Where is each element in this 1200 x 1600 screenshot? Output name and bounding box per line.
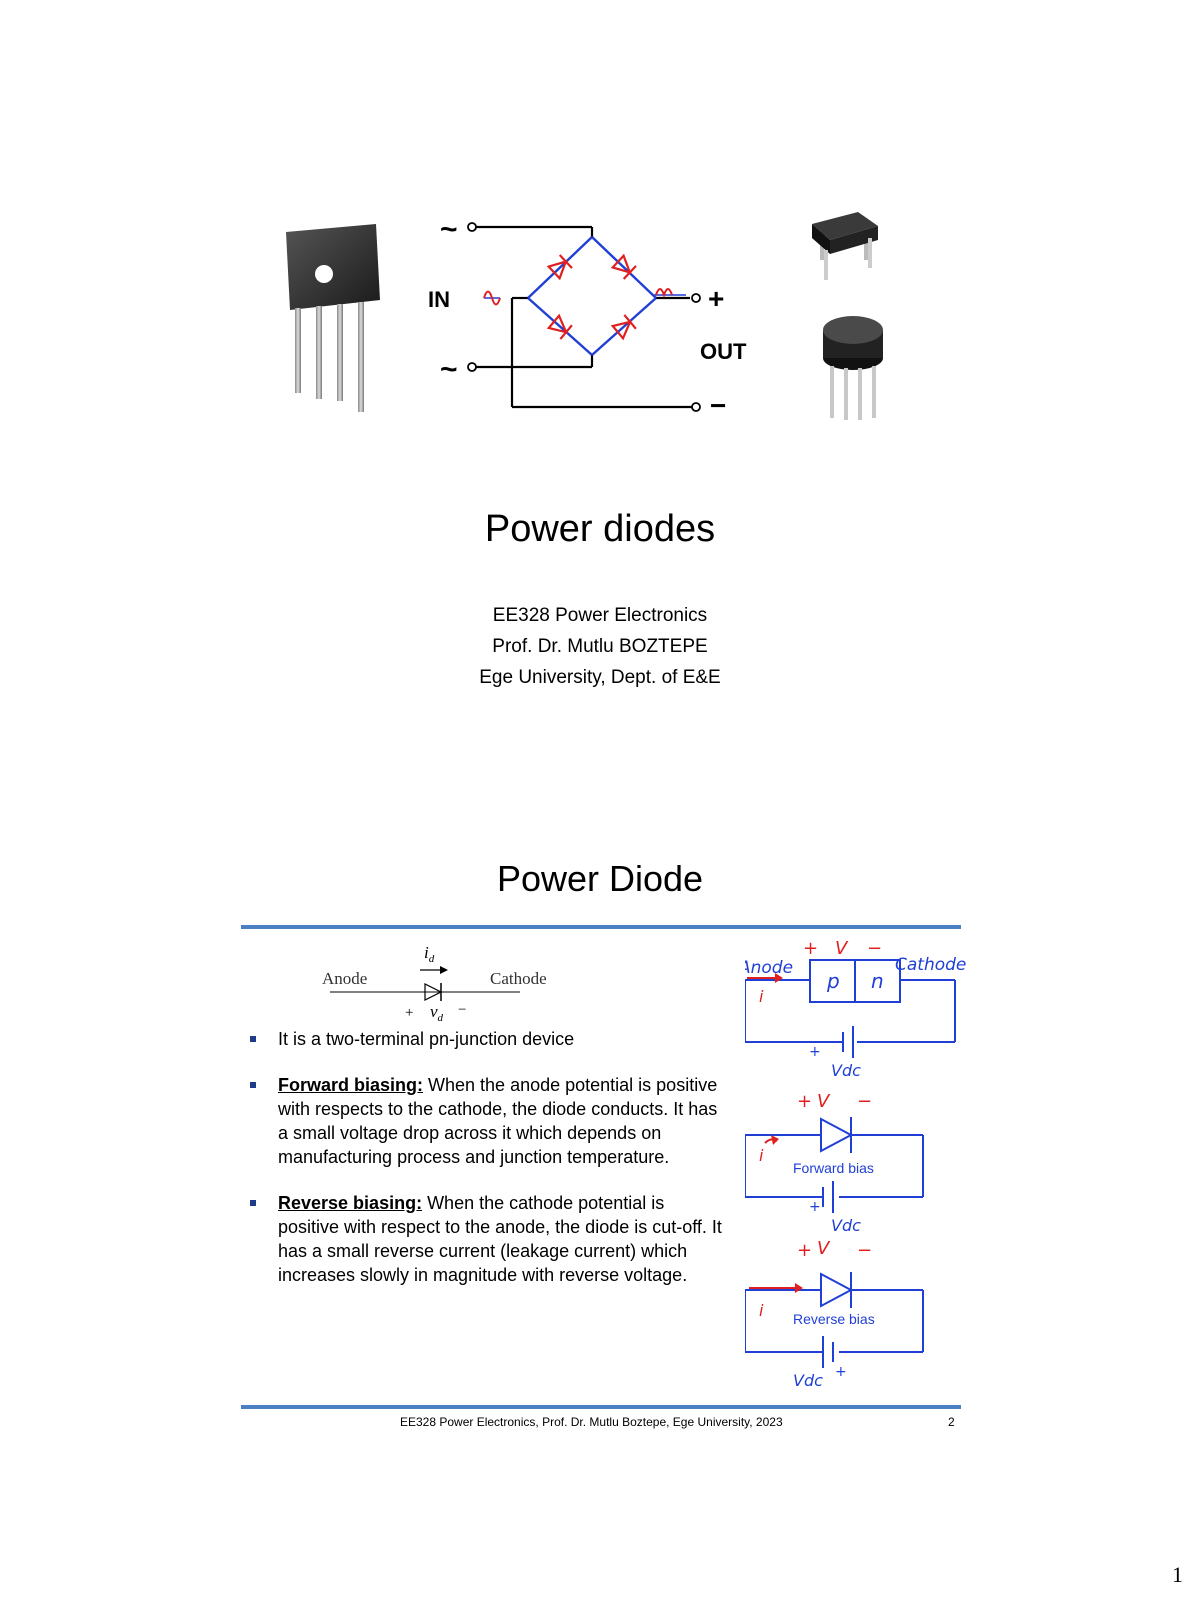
anode-label: Anode (745, 958, 793, 978)
reverse-bias-label: Reverse bias (793, 1311, 875, 1327)
list-item: Reverse biasing: When the cathode potent… (250, 1191, 730, 1287)
reverse-bias-diagram: + V − i + Vdc Reverse bias (745, 1240, 924, 1390)
round-bridge-package-image (823, 316, 883, 420)
voltage-label: V (817, 1240, 831, 1259)
current-label: i (759, 1301, 764, 1320)
current-label: i (759, 987, 764, 1006)
slide-number: 2 (948, 1415, 955, 1429)
slide-footer: EE328 Power Electronics, Prof. Dr. Mutlu… (400, 1415, 783, 1429)
author-name: Prof. Dr. Mutlu BOZTEPE (492, 636, 708, 657)
ac-input-bottom-symbol: ~ (440, 353, 458, 386)
output-minus-label: − (710, 390, 726, 421)
voltage-minus: − (857, 1091, 872, 1112)
voltage-plus: + (405, 1005, 413, 1021)
page-number: 1 (1172, 1562, 1183, 1587)
bottom-divider (241, 1405, 961, 1409)
voltage-plus: + (803, 940, 818, 959)
voltage-label: V (817, 1091, 831, 1112)
voltage-plus: + (797, 1091, 812, 1112)
rectified-waveform-icon (654, 288, 686, 299)
p-region-label: p (826, 969, 840, 993)
top-divider (241, 925, 961, 929)
output-plus-label: + (708, 283, 724, 314)
vdc-label: Vdc (831, 1061, 861, 1080)
smd-bridge-package-image (812, 212, 878, 280)
slide-title: Power diodes (484, 508, 716, 550)
cathode-label: Cathode (895, 955, 966, 975)
forward-bias-diagram: + V − i + Vdc Forward bias (745, 1091, 924, 1235)
current-label: i (759, 1146, 764, 1165)
voltage-minus: − (458, 1002, 466, 1018)
list-item: It is a two-terminal pn-junction device (250, 1027, 730, 1051)
battery-plus: + (809, 1044, 821, 1060)
bridge-rectifier-package-image (286, 224, 380, 412)
voltage-plus: + (797, 1240, 812, 1261)
voltage-symbol: vd (430, 1002, 444, 1024)
ac-waveform-icon (483, 290, 501, 306)
bridge-rectifier-circuit: ~ ~ IN + OUT − (428, 215, 747, 421)
vdc-label: Vdc (793, 1371, 823, 1390)
ac-input-top-symbol: ~ (440, 215, 458, 246)
affiliation: Ege University, Dept. of E&E (479, 667, 721, 688)
voltage-label: V (835, 940, 849, 959)
input-label: IN (428, 287, 450, 312)
pn-junction-diagram: + V − Anode Cathode p n i + Vdc (745, 940, 966, 1080)
bullet-list: It is a two-terminal pn-junction device … (250, 1027, 730, 1309)
vdc-label: Vdc (831, 1216, 861, 1235)
voltage-minus: − (867, 940, 882, 959)
output-label: OUT (700, 339, 747, 364)
slide-title: Power Diode (496, 858, 704, 899)
list-item: Forward biasing: When the anode potentia… (250, 1073, 730, 1169)
anode-label: Anode (322, 969, 367, 988)
battery-plus: + (835, 1364, 847, 1380)
course-name: EE328 Power Electronics (492, 605, 708, 626)
forward-bias-label: Forward bias (793, 1160, 874, 1176)
current-symbol: id (424, 943, 435, 965)
diode-symbol: Anode Cathode id + vd − (322, 943, 547, 1024)
battery-plus: + (809, 1199, 821, 1215)
n-region-label: n (871, 969, 884, 993)
voltage-minus: − (857, 1240, 872, 1261)
cathode-label: Cathode (490, 969, 547, 988)
